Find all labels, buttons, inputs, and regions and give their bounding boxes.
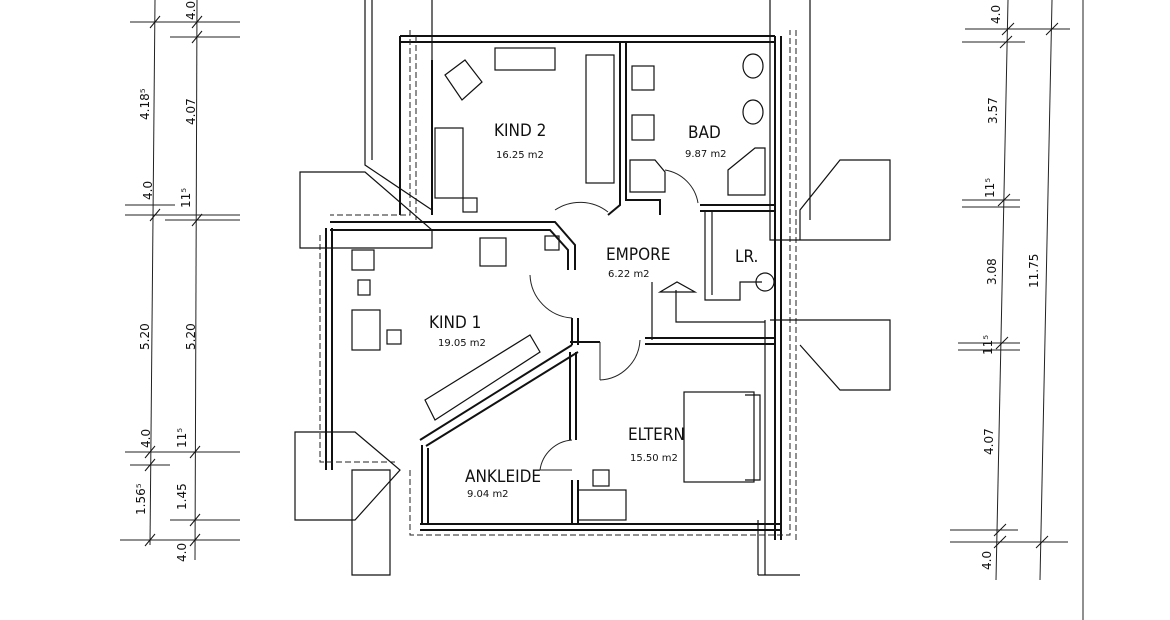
dim-right-2: 3.57 (986, 97, 1000, 124)
dim-right-5: 11⁵ (981, 335, 995, 355)
right-dimension-chains: 4.0 3.57 11⁵ 3.08 11⁵ 4.07 4.0 11.75 (950, 0, 1070, 581)
dim-left-inner-2: 4.07 (184, 98, 198, 125)
room-lr-name: LR. (735, 247, 758, 267)
room-kind1-area: 19.05 m2 (438, 338, 486, 349)
furniture (351, 47, 775, 521)
room-empore-area: 6.22 m2 (608, 269, 650, 280)
dim-left-inner-7: 4.0 (175, 543, 189, 562)
dim-left-outer-3: 5.20 (138, 323, 152, 350)
room-bad-name: BAD (688, 123, 721, 143)
room-ankleide-name: ANKLEIDE (465, 467, 541, 487)
dim-right-3: 11⁵ (983, 178, 997, 198)
dim-left-inner-3: 11⁵ (179, 188, 193, 208)
dim-left-inner-6: 1.45 (175, 483, 189, 510)
dim-right-6: 4.07 (982, 428, 996, 455)
room-ankleide-area: 9.04 m2 (467, 489, 509, 500)
room-kind2-name: KIND 2 (494, 121, 546, 141)
room-eltern-area: 15.50 m2 (630, 453, 678, 464)
dim-left-inner-4: 5.20 (184, 323, 198, 350)
room-labels: KIND 2 16.25 m2 BAD 9.87 m2 EMPORE 6.22 … (429, 121, 758, 500)
room-eltern-name: ELTERN (628, 425, 685, 445)
dim-left-outer-1: 4.18⁵ (138, 88, 152, 120)
dim-left-outer-2: 4.0 (141, 181, 155, 200)
room-kind2-area: 16.25 m2 (496, 150, 544, 161)
dim-right-1: 4.0 (989, 5, 1003, 24)
dim-left-outer-5: 1.56⁵ (134, 483, 148, 515)
left-dimension-chains: 4.18⁵ 4.0 5.20 4.0 1.56⁵ 4.0 4.07 11⁵ 5.… (120, 0, 240, 562)
dim-right-7: 4.0 (980, 551, 994, 570)
dim-left-outer-4: 4.0 (139, 429, 153, 448)
room-kind1-name: KIND 1 (429, 313, 481, 333)
dim-right-total: 11.75 (1027, 254, 1041, 288)
room-bad-area: 9.87 m2 (685, 149, 727, 160)
dim-left-inner-5: 11⁵ (175, 428, 189, 448)
dim-right-4: 3.08 (985, 258, 999, 285)
dormers (294, 0, 891, 576)
room-empore-name: EMPORE (606, 245, 670, 265)
doors (529, 169, 699, 471)
dim-left-inner-1: 4.0 (184, 1, 198, 20)
